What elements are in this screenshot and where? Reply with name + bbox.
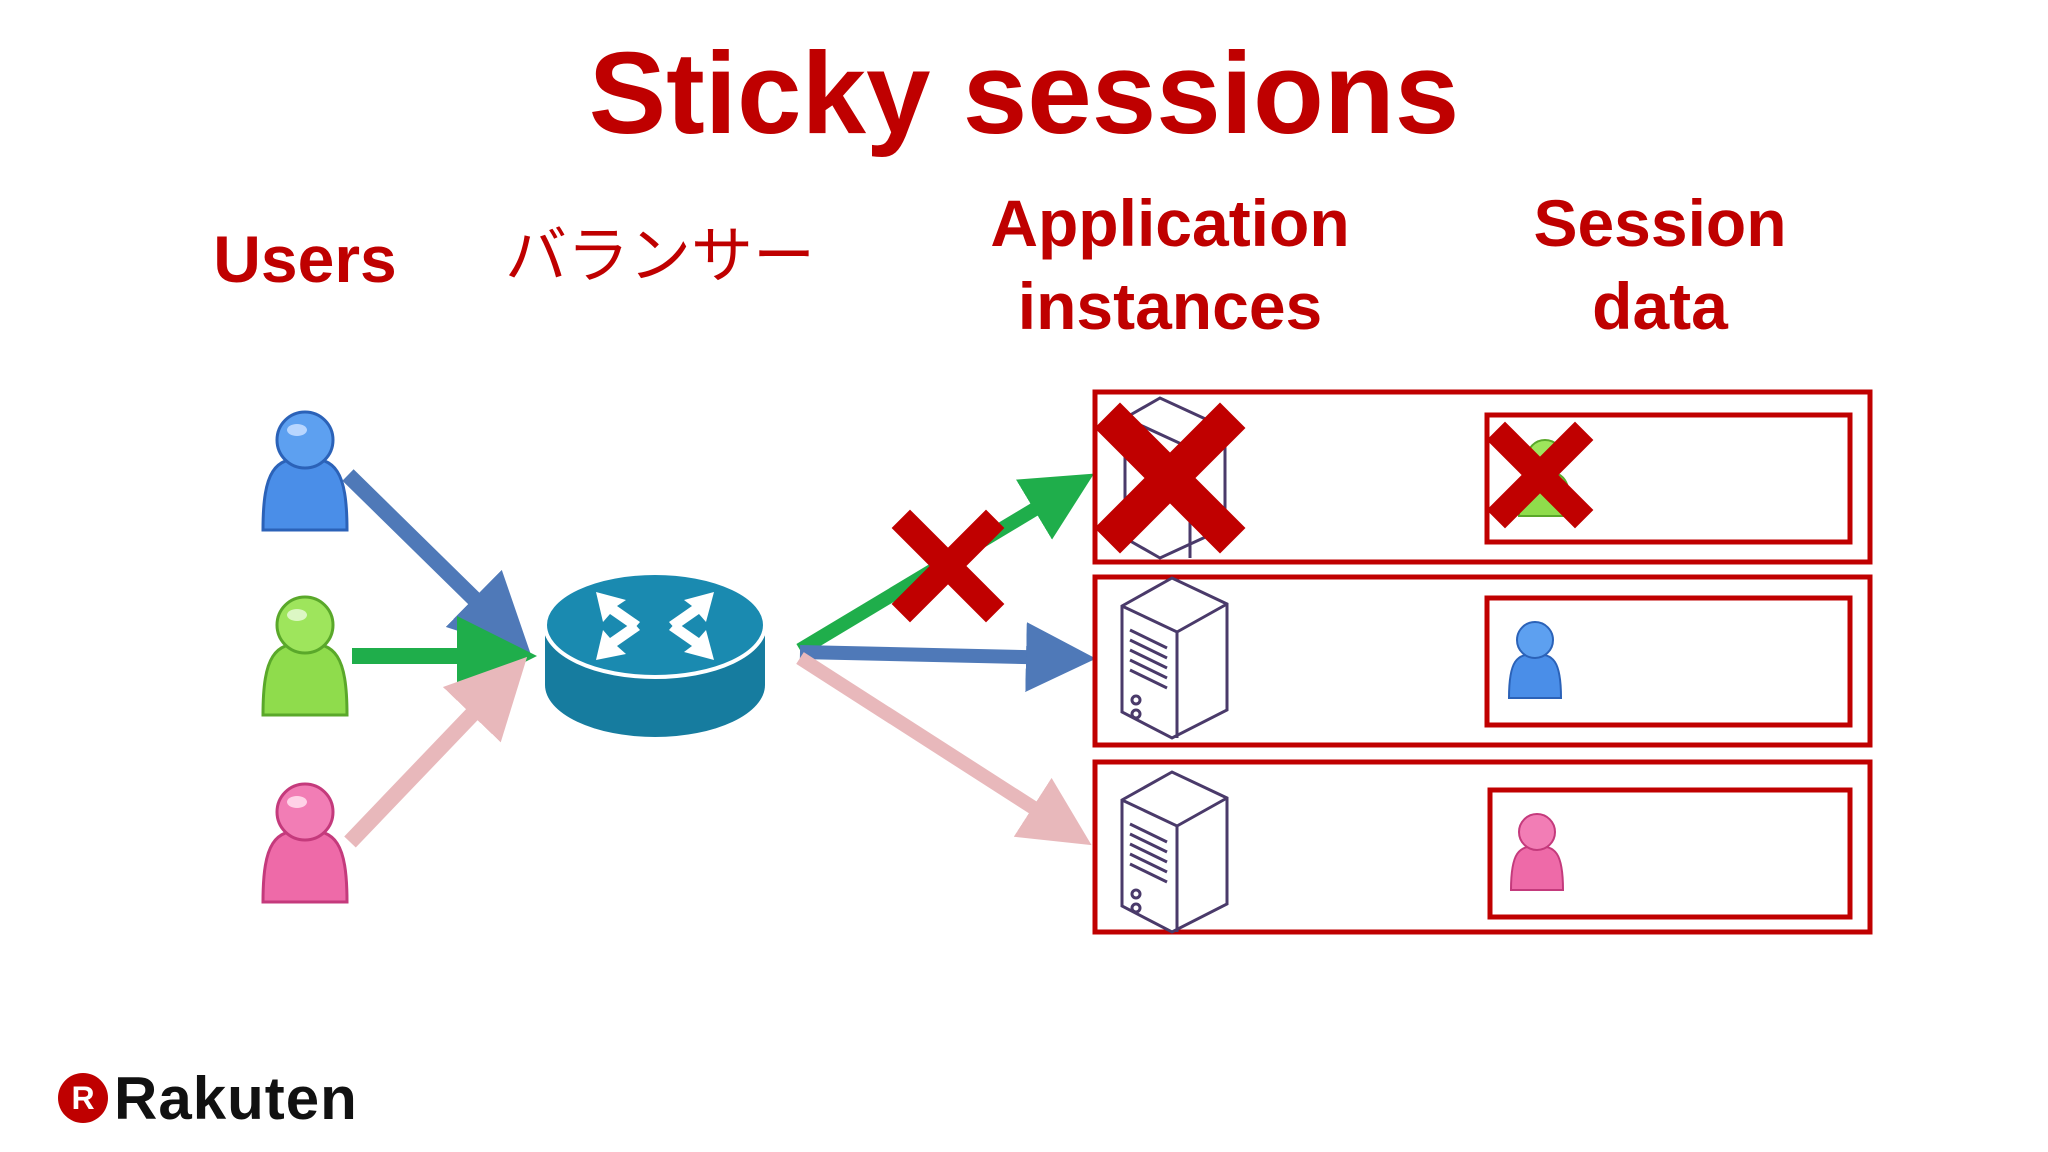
arrow-blue-to-instance-2: [799, 622, 1096, 693]
instance-row-1: [1092, 389, 1873, 565]
rakuten-logo: R Rakuten: [58, 1065, 358, 1132]
arrow-blue-to-balancer: [342, 469, 531, 655]
arrow-pink-to-instance-3: [796, 652, 1092, 846]
arrow-pink-to-balancer: [344, 656, 528, 848]
label-users: Users: [213, 222, 397, 296]
server-2-icon: [1120, 576, 1229, 740]
session-user-pink-icon: [1509, 813, 1565, 891]
label-application-line2: instances: [1017, 268, 1323, 343]
session-box-3: [1487, 787, 1853, 920]
label-session-line2: data: [1592, 268, 1728, 343]
rakuten-logo-mark: R: [58, 1073, 108, 1123]
instance-row-2: [1092, 574, 1873, 748]
label-session-line1: Session: [1533, 186, 1787, 260]
instance-row-3: [1092, 759, 1873, 935]
label-session-data: Session data: [1500, 182, 1820, 347]
session-box-2: [1484, 595, 1853, 728]
label-balancer: バランサー: [504, 222, 815, 291]
rakuten-logo-text: Rakuten: [114, 1064, 358, 1132]
user-blue-icon: [261, 410, 349, 532]
label-application-instances: Application instances: [960, 182, 1380, 347]
route-failure-x-icon: [891, 509, 1005, 623]
server-3-icon: [1120, 770, 1229, 934]
instance-failure-x-icon: [1094, 402, 1246, 554]
label-application-line1: Application: [990, 186, 1350, 260]
session-user-blue-icon: [1507, 621, 1563, 699]
load-balancer-router-icon: [543, 571, 767, 737]
slide-title: Sticky sessions: [588, 28, 1460, 158]
session-failure-x-icon: [1486, 421, 1594, 529]
session-box-1: [1484, 412, 1853, 545]
user-green-icon: [261, 595, 349, 717]
user-pink-icon: [261, 782, 349, 904]
